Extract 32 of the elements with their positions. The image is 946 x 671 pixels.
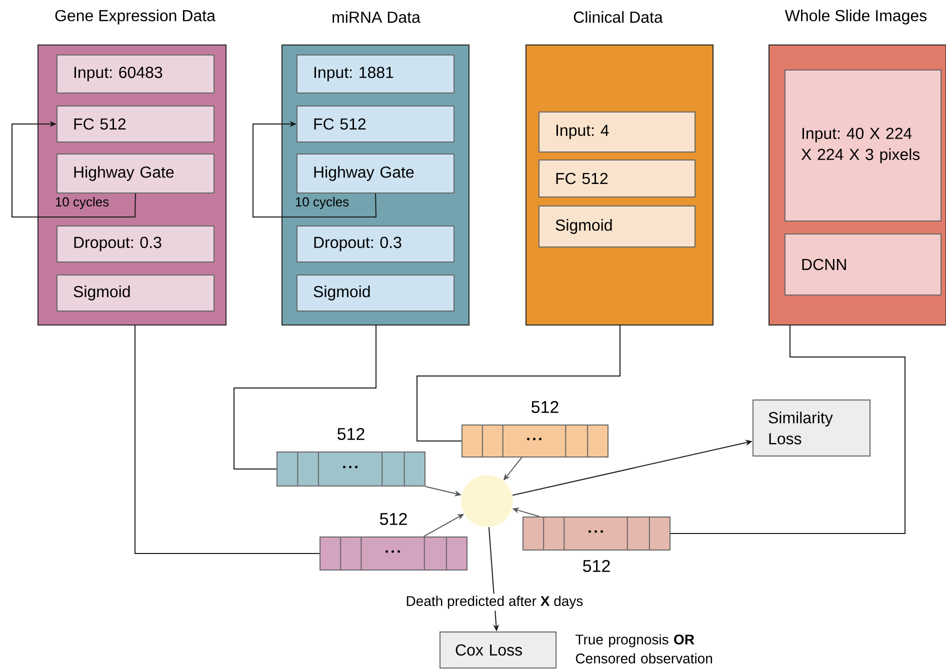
- layer-box: Sigmoid: [538, 206, 696, 248]
- layer-box: Sigmoid: [296, 274, 454, 312]
- layer-box: Dropout: 0.3: [56, 226, 214, 262]
- layer-box: Input: 1881: [296, 54, 454, 94]
- loss-box: Cox Loss: [440, 632, 556, 668]
- layer-box: Input: 40 X 224 X 224 X 3 pixels: [784, 70, 942, 222]
- vector-size-label: 512: [532, 400, 558, 414]
- vector-size-label: 512: [338, 428, 364, 440]
- layer-box: FC 512: [56, 106, 214, 142]
- layer-box: FC 512: [538, 160, 696, 198]
- panel-title: Clinical Data: [574, 11, 663, 23]
- layer-box: Input: 60483: [56, 54, 214, 94]
- edge-label: Death predicted after X days: [404, 594, 586, 611]
- loss-box: Similarity Loss: [752, 400, 870, 456]
- panel-title: Gene Expression Data: [55, 10, 216, 24]
- layer-box: Dropout: 0.3: [296, 226, 454, 262]
- panel-title: miRNA Data: [332, 11, 420, 23]
- vector-size-label: 512: [380, 512, 407, 526]
- edge-label: 10 cycles: [54, 196, 110, 210]
- layer-box: FC 512: [296, 106, 454, 142]
- layer-box: Highway Gate: [56, 154, 214, 194]
- fusion-circle: [461, 475, 513, 527]
- edge-label: 10 cycles: [294, 196, 350, 210]
- arrow: [252, 120, 377, 218]
- layer-box: Input: 4: [538, 112, 696, 152]
- arrow: [12, 120, 136, 218]
- panel-title: Whole Slide Images: [784, 10, 927, 24]
- layer-box: Sigmoid: [56, 274, 214, 312]
- layer-box: DCNN: [784, 234, 942, 296]
- layer-box: Highway Gate: [296, 154, 454, 194]
- note-text: True prognosis OR Censored observation: [576, 634, 712, 664]
- vector-size-label: 512: [583, 560, 610, 572]
